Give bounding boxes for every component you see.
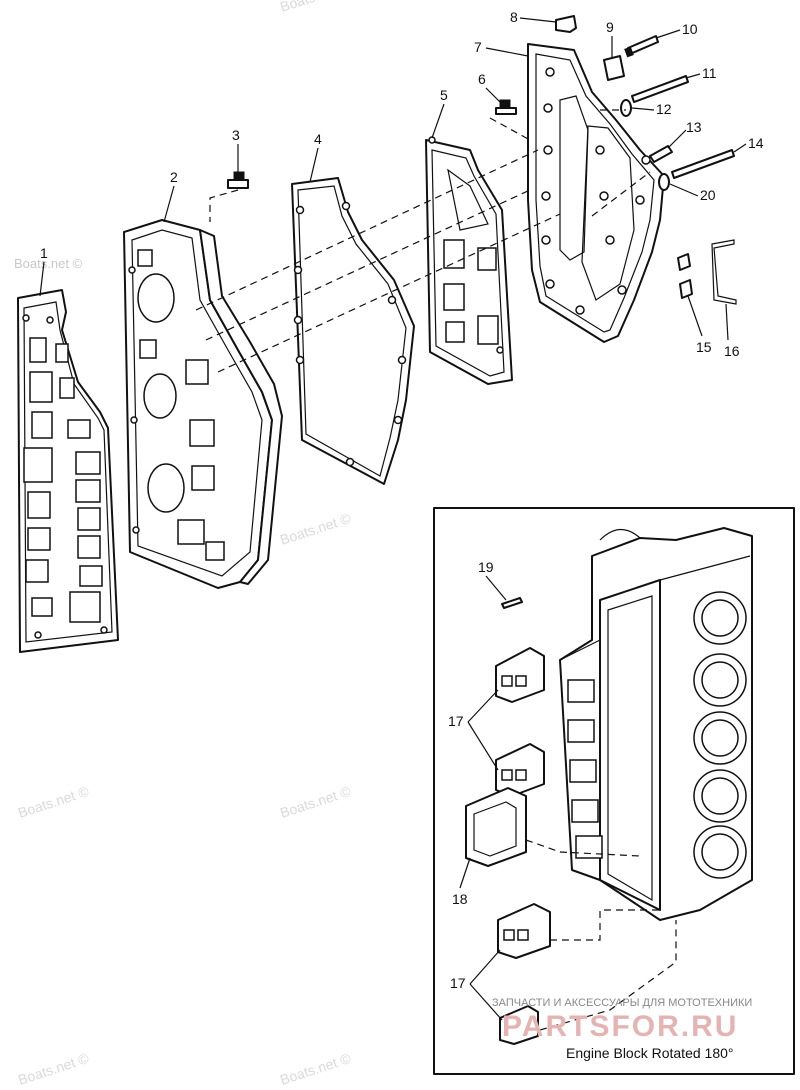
watermark: Boats.net © — [278, 783, 353, 821]
alignment-lines — [195, 109, 651, 373]
callout-5: 5 — [440, 87, 448, 103]
part-13-screw — [649, 145, 673, 163]
callouts: 1 2 3 4 5 6 7 8 9 10 11 12 13 14 20 15 1… — [39, 9, 764, 359]
callout-16: 16 — [724, 343, 740, 359]
part-16-hose-clip — [711, 239, 737, 305]
watermark: Boats.net © — [278, 510, 353, 548]
callout-14: 14 — [748, 135, 764, 151]
watermark: Boats.net © — [16, 1050, 91, 1088]
callout-10: 10 — [682, 21, 698, 37]
callout-18: 18 — [452, 891, 468, 907]
part-12-washer — [620, 99, 632, 117]
part-17-reed-block-lower — [497, 903, 551, 1045]
callout-12: 12 — [656, 101, 672, 117]
part-15-fittings — [677, 253, 693, 299]
part-2-adaptor-housing — [123, 219, 283, 589]
shop-watermark-logo: PARTSFOR.RU — [502, 1010, 738, 1043]
callout-2: 2 — [170, 169, 178, 185]
callout-1: 1 — [40, 245, 48, 261]
watermark: Boats.net © — [16, 783, 91, 821]
part-9-plug — [603, 55, 625, 81]
callout-13: 13 — [686, 119, 702, 135]
watermark: Boats.net © — [14, 256, 83, 271]
inset-caption: Engine Block Rotated 180° — [566, 1045, 734, 1061]
callout-19: 19 — [478, 559, 494, 575]
part-7-exhaust-cover — [527, 43, 665, 343]
callout-15: 15 — [696, 339, 712, 355]
part-3-screw — [209, 171, 249, 222]
callout-6: 6 — [478, 71, 486, 87]
callout-20: 20 — [700, 187, 716, 203]
part-8-clip — [555, 15, 577, 33]
part-5-divider-plate — [425, 136, 513, 385]
callout-11: 11 — [702, 65, 717, 81]
callout-4: 4 — [314, 131, 322, 147]
part-11-screw — [631, 75, 689, 103]
part-10-screw — [624, 35, 659, 58]
part-20-washer — [658, 173, 670, 191]
callout-7: 7 — [474, 39, 482, 55]
callout-3: 3 — [232, 127, 240, 143]
callout-8: 8 — [510, 9, 518, 25]
part-4-gasket — [291, 177, 415, 485]
part-1-plate-gasket — [17, 289, 119, 653]
callout-17-lower: 17 — [450, 975, 466, 991]
part-17-reed-block-upper — [495, 647, 545, 797]
part-14-screw — [671, 149, 735, 179]
inset-engine-block: 19 17 18 17 ЗАПЧАСТИ И АКСЕССУАРЫ ДЛЯ МО… — [433, 507, 795, 1075]
part-19-pin — [501, 597, 523, 609]
watermark: Boats.net © — [278, 0, 353, 15]
part-6-screw — [495, 99, 517, 115]
watermark: Boats.net © — [278, 1050, 353, 1088]
callout-9: 9 — [606, 19, 614, 35]
callout-17-upper: 17 — [448, 713, 464, 729]
shop-watermark-text: ЗАПЧАСТИ И АКСЕССУАРЫ ДЛЯ МОТОТЕХНИКИ — [492, 997, 752, 1009]
part-18-reed-block — [465, 787, 527, 867]
